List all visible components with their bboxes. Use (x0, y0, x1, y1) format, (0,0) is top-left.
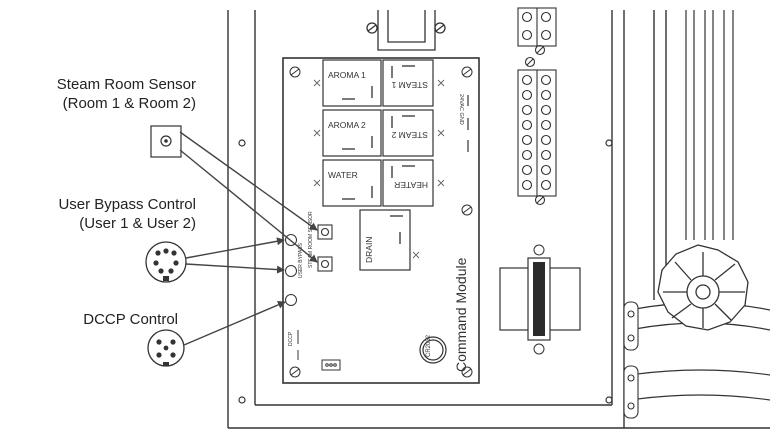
battery-label: CR2032 (426, 334, 432, 357)
bypass-title: User Bypass Control (58, 196, 196, 213)
user-bypass-connector (145, 241, 187, 283)
bypass-label: User Bypass Control (User 1 & User 2) (58, 195, 196, 233)
bypass-jacks (285, 234, 297, 306)
steam-sensor-jack (150, 125, 182, 158)
terminal-block-main (517, 69, 557, 206)
dccp-connector (147, 329, 185, 367)
bypass-subtitle: (User 1 & User 2) (79, 215, 196, 232)
user-bypass-label: USER BYPASS (298, 242, 304, 278)
steam-sensor-title: Steam Room Sensor (56, 76, 196, 93)
vac-label: 24VAC GND (458, 94, 464, 125)
top-bracket (366, 10, 446, 51)
connection-arrows (179, 131, 318, 346)
relay-aroma2-label: AROMA 2 (328, 120, 366, 130)
arrow-dccp (183, 301, 286, 346)
arrow-bypass-user1 (185, 237, 285, 259)
arrow-bypass-user2 (185, 263, 285, 274)
dccp-label: DCCP Control (83, 310, 178, 329)
transformer (499, 244, 581, 355)
arrow-sensor-room2 (179, 149, 318, 263)
relay-water-label: WATER (328, 170, 358, 180)
terminal-block-top (517, 7, 557, 68)
steam-sensor-subtitle: (Room 1 & Room 2) (62, 95, 196, 112)
sensor-jacks (317, 224, 333, 272)
relay-drain-label: DRAIN (364, 237, 374, 263)
dccp-port-label: DCCP (288, 331, 294, 346)
relay-aroma1-label: AROMA 1 (328, 70, 366, 80)
relay-steam1-label: STEAM 1 (391, 80, 428, 90)
battery (419, 336, 447, 364)
mounting-holes (238, 139, 613, 404)
steam-room-sensor-label: STEAM ROOM SENSOR (308, 211, 314, 268)
pipes (629, 10, 770, 401)
dccp-title: DCCP Control (83, 311, 178, 328)
relay-heater-label: HEATER (394, 180, 428, 190)
pipe-clamps (623, 301, 639, 419)
command-module-board: AROMA 1 AROMA 2 WATER STEAM 1 STEAM 2 HE… (282, 57, 480, 384)
valve-handwheel (657, 244, 749, 331)
module-title: Command Module (453, 257, 469, 372)
relay-steam2-label: STEAM 2 (391, 130, 428, 140)
enclosure (227, 10, 770, 429)
arrow-sensor-room1 (179, 131, 318, 231)
relay-labels: AROMA 1 AROMA 2 WATER STEAM 1 STEAM 2 HE… (328, 70, 428, 263)
steam-sensor-label: Steam Room Sensor (Room 1 & Room 2) (57, 75, 196, 113)
